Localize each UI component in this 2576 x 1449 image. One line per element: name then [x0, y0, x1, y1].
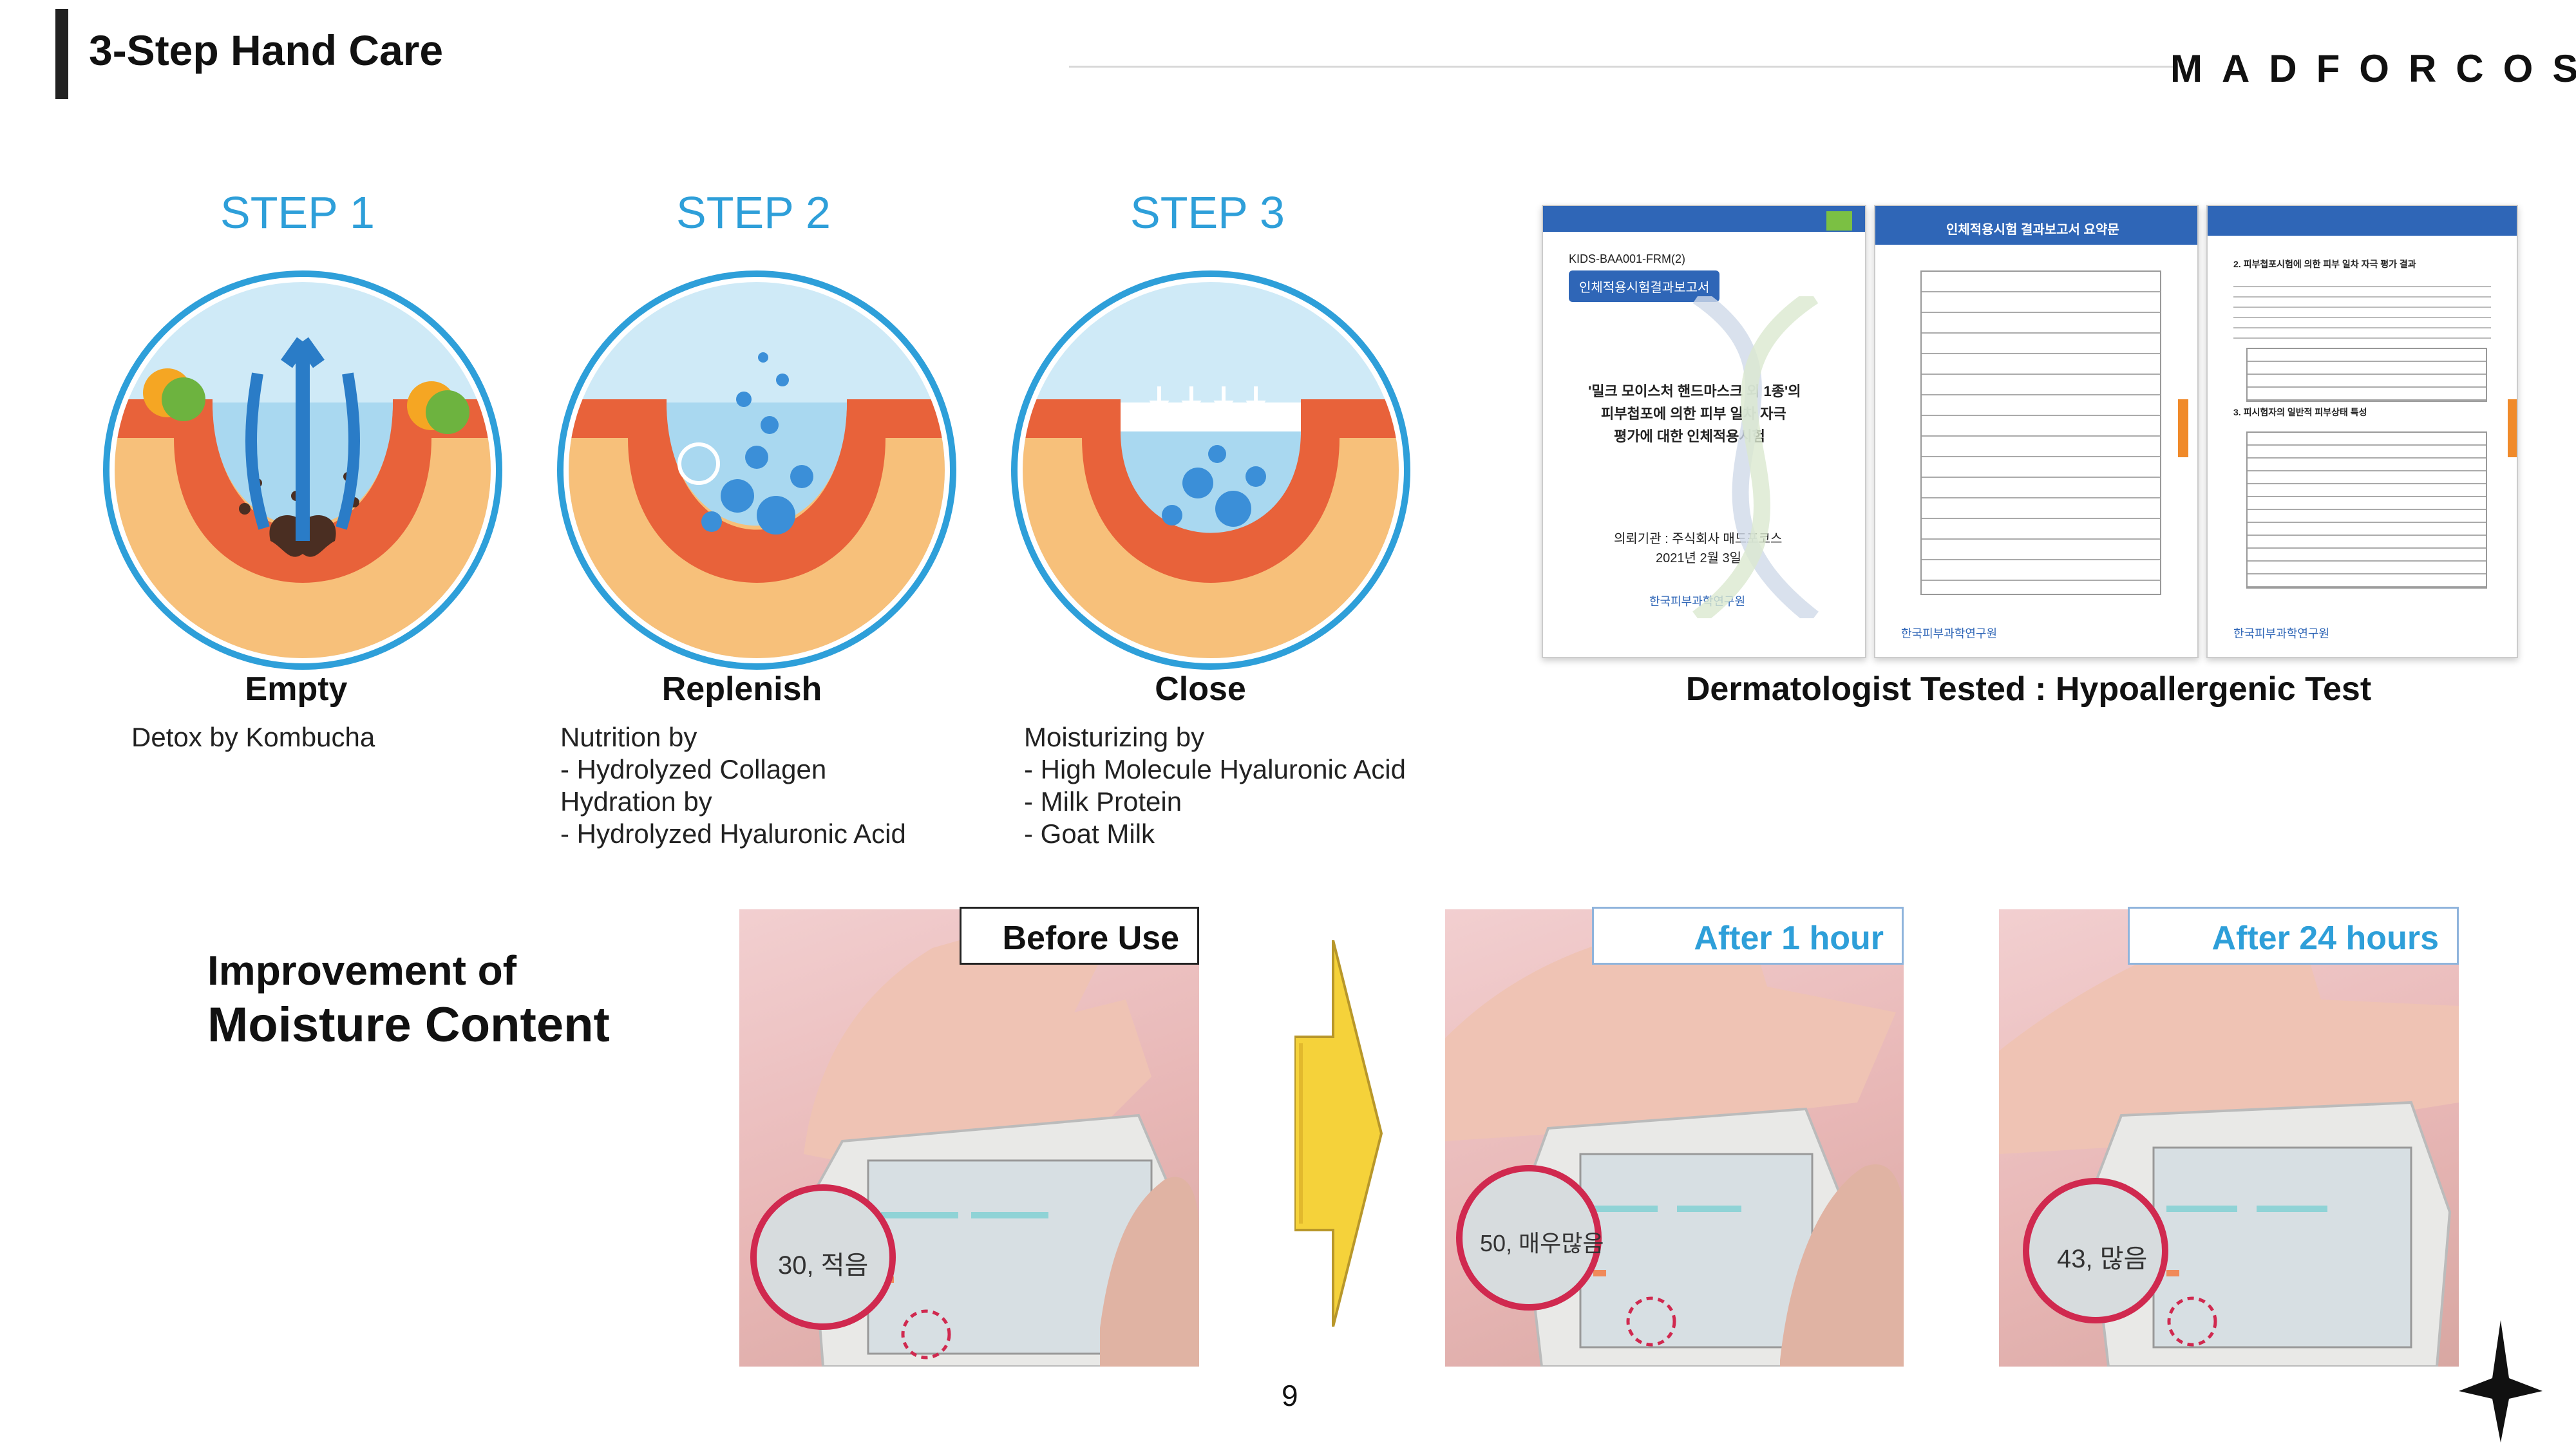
doc-heading: 인체적용시험 결과보고서 요약문 — [1946, 223, 2119, 237]
desc-line: - Hydrolyzed Collagen — [560, 754, 827, 784]
desc-line: Detox by Kombucha — [131, 722, 375, 752]
doc-code: KIDS-BAA001-FRM(2) — [1569, 252, 1686, 265]
doc-org: 한국피부과학연구원 — [2233, 627, 2330, 640]
step-3-description: Moisturizing by - High Molecule Hyaluron… — [1024, 721, 1406, 850]
doc-section-heading: 2. 피부첩포시험에 의한 피부 일차 자극 평가 결과 — [2233, 259, 2416, 269]
dna-graphic — [1692, 296, 1819, 618]
test-report-results: 2. 피부첩포시험에 의한 피부 일차 자극 평가 결과 3. 피시험자의 일반… — [2206, 205, 2518, 658]
step-3-label: STEP 3 — [1130, 187, 1285, 238]
doc-org: 한국피부과학연구원 — [1901, 627, 1998, 640]
doc-header — [1543, 206, 1865, 232]
step-1-description: Detox by Kombucha — [131, 721, 375, 753]
hand-device-image — [1445, 922, 1904, 1367]
moisture-title-line1: Improvement of — [207, 947, 517, 994]
doc-header — [2208, 206, 2517, 236]
doc-section-heading: 3. 피시험자의 일반적 피부상태 특성 — [2233, 407, 2367, 417]
derm-caption: Dermatologist Tested : Hypoallergenic Te… — [1685, 670, 2372, 708]
test-report-cover: KIDS-BAA001-FRM(2) 인체적용시험결과보고서 '밀크 모이스처 … — [1542, 205, 1866, 658]
hand-device-image — [1999, 929, 2459, 1367]
after-24-hours-photo: 43, 많음 — [1999, 909, 2459, 1367]
desc-line: - High Molecule Hyaluronic Acid — [1024, 754, 1406, 784]
doc-header — [1875, 206, 2197, 245]
reading-value: 50, 매우많음 — [1480, 1230, 1604, 1256]
doc-badge: 인체적용시험결과보고서 — [1569, 270, 1720, 302]
desc-line: - Goat Milk — [1024, 819, 1155, 849]
desc-line: Nutrition by — [560, 722, 697, 752]
brand-logo: MADFORCOS — [2170, 47, 2576, 90]
test-report-summary: 인체적용시험 결과보고서 요약문 한국피부과학연구원 — [1874, 205, 2199, 658]
reading-value: 30, 적음 — [778, 1251, 869, 1280]
header-divider — [1069, 66, 2177, 68]
desc-line: - Milk Protein — [1024, 786, 1182, 817]
page-tab — [2178, 399, 2188, 457]
pore-detox-icon — [103, 270, 502, 670]
summary-table — [1920, 270, 2161, 595]
moisture-title-line2: Moisture Content — [207, 998, 610, 1052]
down-arrows-icon — [1149, 386, 1266, 416]
step-1-label: STEP 1 — [220, 187, 375, 238]
pore-replenish-icon — [557, 270, 956, 670]
progress-arrow-icon — [1294, 940, 1383, 1327]
pore-close-icon — [1011, 270, 1410, 670]
desc-line: Hydration by — [560, 786, 712, 817]
page-tab — [2508, 399, 2517, 457]
page-title: 3-Step Hand Care — [89, 26, 444, 74]
step-2-label: STEP 2 — [676, 187, 831, 238]
step-2-description: Nutrition by - Hydrolyzed Collagen Hydra… — [560, 721, 906, 850]
after-24-hours-tag: After 24 hours — [2128, 907, 2459, 965]
after-1-hour-tag: After 1 hour — [1592, 907, 1904, 965]
doc-title-line: '밀크 모이스처 핸드마스크 외 1종'의 — [1588, 383, 1801, 399]
after-1-hour-photo: 50, 매우많음 — [1445, 909, 1904, 1367]
before-use-tag: Before Use — [960, 907, 1199, 965]
title-accent-bar — [55, 9, 68, 99]
before-use-photo: 30, 적음 — [739, 909, 1199, 1367]
page-number: 9 — [1282, 1379, 1298, 1412]
skin-type-table — [2246, 431, 2487, 589]
step-1-name: Empty — [245, 670, 348, 708]
spinning-top-logo-icon — [2459, 1320, 2543, 1443]
step-2-name: Replenish — [661, 670, 822, 708]
doc-date: 2021년 2월 3일 — [1656, 551, 1742, 565]
reading-value: 43, 많음 — [2057, 1245, 2148, 1273]
result-table — [2246, 348, 2487, 402]
org-logo-icon — [1826, 211, 1852, 231]
desc-line: Moisturizing by — [1024, 722, 1205, 752]
step-3-name: Close — [1155, 670, 1246, 708]
hand-device-image — [750, 922, 1199, 1367]
desc-line: - Hydrolyzed Hyaluronic Acid — [560, 819, 906, 849]
text-lines — [2233, 277, 2491, 341]
